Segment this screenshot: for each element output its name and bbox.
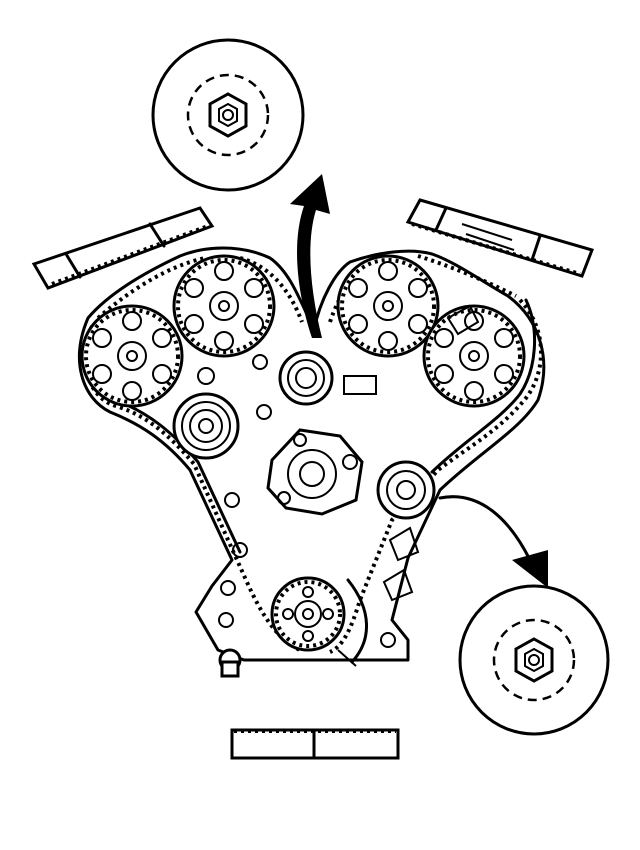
bottom-fitting bbox=[218, 648, 242, 678]
cam-sprocket-right-inner bbox=[336, 254, 440, 358]
top-arrow bbox=[290, 174, 330, 338]
cam-sprocket-left-outer bbox=[80, 304, 184, 408]
bottom-arrow bbox=[438, 495, 548, 588]
idler-pulley-center bbox=[278, 350, 334, 406]
belt-fragment-bottom bbox=[230, 728, 400, 760]
belt-fragment-right bbox=[405, 198, 594, 278]
crankshaft-sprocket bbox=[270, 576, 368, 667]
bottom-pulley-detail bbox=[458, 584, 610, 736]
cam-sprocket-left-inner bbox=[172, 254, 276, 358]
idler-pulley-right bbox=[376, 460, 436, 520]
housing-bolts bbox=[197, 304, 480, 648]
belt-fragment-left bbox=[31, 206, 215, 290]
top-pulley-detail bbox=[151, 38, 305, 192]
cam-sprocket-right-outer bbox=[422, 304, 526, 408]
water-pump bbox=[266, 428, 364, 516]
tensioner-pulley-left bbox=[172, 392, 240, 460]
